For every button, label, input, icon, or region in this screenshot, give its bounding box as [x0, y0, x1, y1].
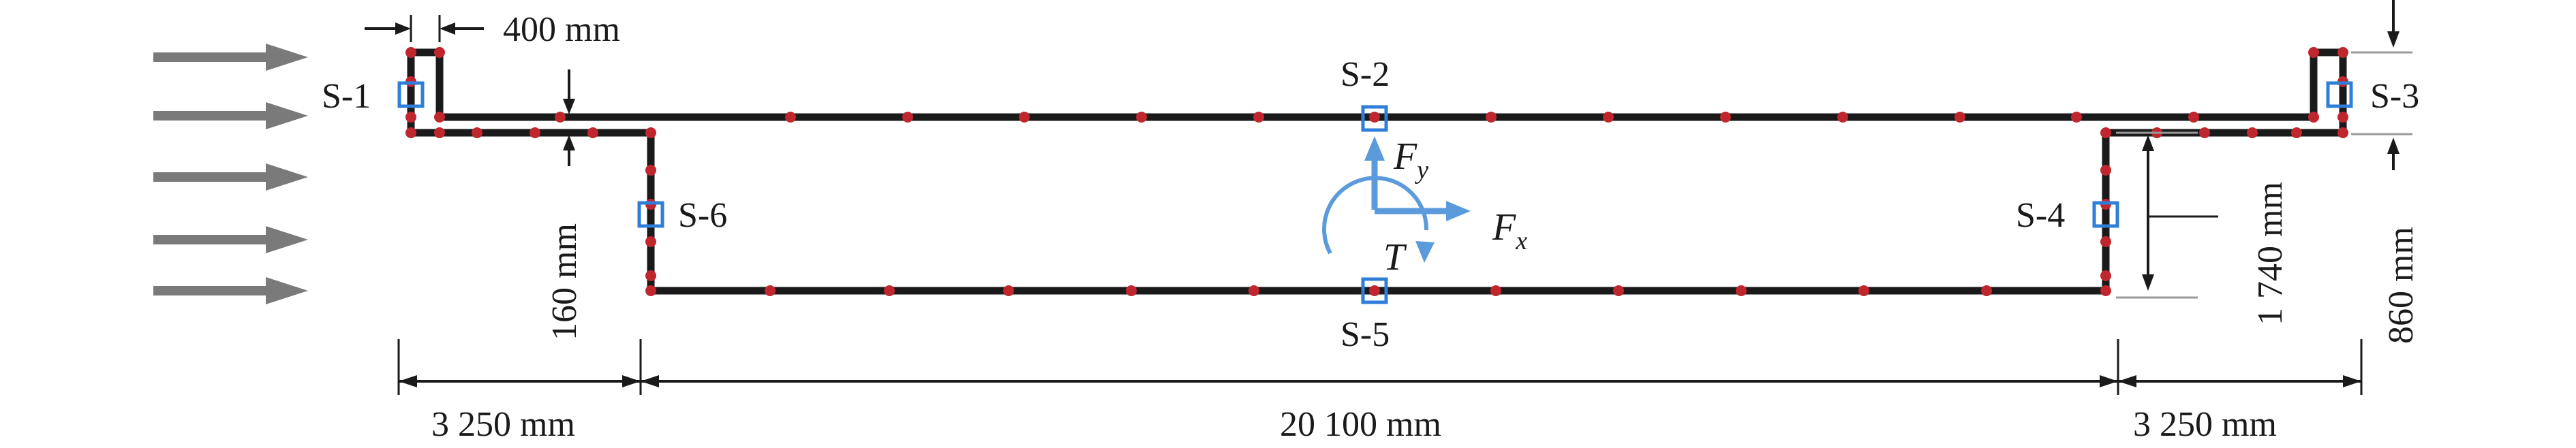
sensors [397, 81, 2353, 304]
mesh-node-icon [1981, 285, 1992, 296]
mesh-node-icon [2100, 127, 2111, 138]
mesh-node-icon [2337, 127, 2348, 138]
mesh-node-icon [765, 285, 776, 296]
sensor-s1-label: S-1 [322, 77, 371, 116]
mesh-node-icon [1253, 112, 1264, 123]
mesh-node-icon [1490, 285, 1501, 296]
mesh-node-icon [405, 112, 416, 123]
mesh-node-icon [434, 47, 445, 58]
mesh-node-icon [587, 127, 598, 138]
fx-label: Fx [1492, 206, 1527, 255]
mesh-node-icon [405, 47, 416, 58]
mesh-node-icon [1003, 285, 1014, 296]
torque-arc-icon [1322, 176, 1429, 255]
mesh-node-icon [2100, 165, 2111, 176]
mesh-node-icon [2100, 285, 2111, 296]
sensor-s5-marker [1361, 277, 1388, 304]
mesh-node-icon [902, 112, 913, 123]
sensor-s2-marker [1361, 105, 1388, 132]
mesh-node-icon [785, 112, 796, 123]
mesh-node-icon [555, 112, 566, 123]
dim-span-left: 3 250 mm [431, 405, 575, 444]
dim-depth-right: 860 mm [2382, 227, 2421, 344]
mesh-node-icon [2100, 270, 2111, 281]
mesh-node-icon [2291, 127, 2302, 138]
mesh-node-icon [645, 127, 656, 138]
sensor-s3-marker [2326, 81, 2353, 108]
wind-arrow-icon [153, 226, 308, 253]
mesh-node-icon [1954, 112, 1965, 123]
mesh-node-icon [2188, 112, 2199, 123]
mesh-node-icon [1486, 112, 1497, 123]
dim-span-right: 3 250 mm [2133, 405, 2277, 444]
torque-label: T [1383, 236, 1407, 278]
mesh-node-icon [472, 127, 482, 138]
mesh-node-icon [1136, 112, 1147, 123]
wind-arrows [153, 44, 308, 304]
mesh-node-icon [434, 127, 445, 138]
mesh-node-icon [645, 236, 656, 247]
mesh-node-icon [1837, 112, 1848, 123]
sensor-s1-marker [397, 81, 425, 108]
mesh-node-icon [645, 270, 656, 281]
mesh-node-icon [1126, 285, 1137, 296]
sensor-s5-label: S-5 [1340, 315, 1390, 354]
mesh-node-icon [2337, 47, 2348, 58]
mesh-node-icon [2308, 47, 2319, 58]
mesh-node-icon [1858, 285, 1869, 296]
dimension-lines [365, 0, 2412, 395]
mesh-node-icon [1369, 112, 1380, 123]
sensor-s2-label: S-2 [1340, 55, 1390, 94]
mesh-node-icon [1603, 112, 1614, 123]
mesh-node-icon [1720, 112, 1731, 123]
fy-label: Fy [1393, 135, 1428, 185]
mesh-node-icon [1369, 285, 1380, 296]
mesh-node-icon [530, 127, 540, 138]
mesh-node-icon [645, 285, 656, 296]
sensor-s6-label: S-6 [678, 196, 727, 235]
dim-lip-height: 160 mm [545, 223, 584, 340]
mesh-node-icon [2071, 112, 2082, 123]
mesh-node-icon [2199, 127, 2210, 138]
dim-top-gap: 400 mm [503, 10, 620, 49]
wind-arrow-icon [153, 277, 308, 304]
sensor-s3-label: S-3 [2370, 77, 2419, 116]
mesh-node-icon [2337, 112, 2348, 123]
mesh-node-icon [1736, 285, 1747, 296]
mesh-node-icon [2308, 112, 2319, 123]
wind-arrow-icon [153, 44, 308, 71]
mesh-node-icon [2247, 127, 2258, 138]
mesh-node-icon [884, 285, 895, 296]
dim-span-middle: 20 100 mm [1280, 405, 1441, 444]
mesh-node-icon [2100, 236, 2111, 247]
sensor-s6-marker [637, 201, 664, 228]
sensor-s4-label: S-4 [2016, 196, 2065, 235]
mesh-node-icon [1019, 112, 1030, 123]
mesh-node-icon [1248, 285, 1259, 296]
mesh-node-icon [405, 127, 416, 138]
wind-arrow-icon [153, 163, 308, 191]
force-indicators [1322, 136, 1471, 263]
dim-depth-inner: 1 740 mm [2251, 182, 2290, 325]
mesh-node-icon [1613, 285, 1624, 296]
wind-arrow-icon [153, 102, 308, 129]
mesh-node-icon [434, 112, 445, 123]
sensor-s4-marker [2092, 201, 2119, 228]
mesh-node-icon [645, 165, 656, 176]
